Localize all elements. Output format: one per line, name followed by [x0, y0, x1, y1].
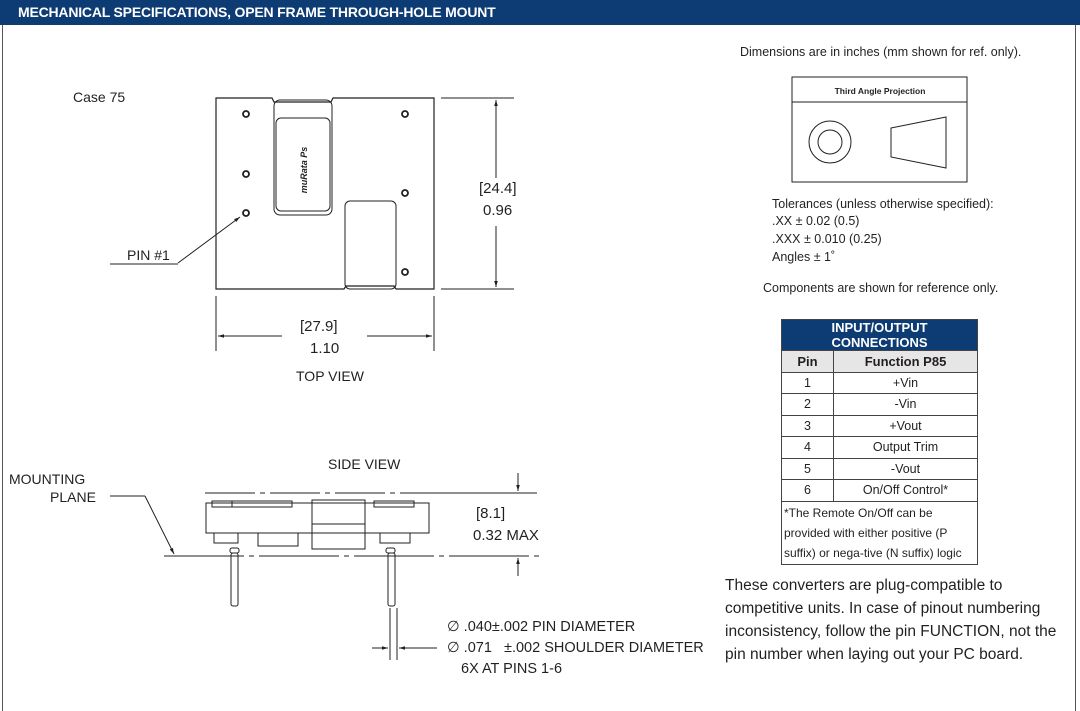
- table-row: 3+Vout: [781, 414, 978, 437]
- mounting-plane-label-2: PLANE: [50, 489, 96, 505]
- projection-label: Third Angle Projection: [835, 86, 926, 96]
- max-height-in: 0.32 MAX: [473, 527, 539, 544]
- table-row: 1+Vin: [781, 371, 978, 394]
- pin-diameter-note: ∅ .040±.002 PIN DIAMETER: [447, 619, 636, 635]
- side-view-outline: [205, 492, 430, 607]
- section-header: MECHANICAL SPECIFICATIONS, OPEN FRAME TH…: [0, 0, 1080, 25]
- tolerance-xx: .XX ± 0.02 (0.5): [772, 214, 860, 228]
- function-cell: +Vin: [833, 371, 978, 394]
- pin-cell: 2: [781, 393, 834, 416]
- col-header-pin: Pin: [781, 350, 834, 373]
- pins-note: 6X AT PINS 1-6: [461, 661, 563, 677]
- height-in: 0.96: [483, 202, 513, 219]
- tolerance-angles: Angles ± 1˚: [772, 250, 836, 264]
- dimensions-note: Dimensions are in inches (mm shown for r…: [740, 45, 1022, 59]
- side-view-label: SIDE VIEW: [328, 456, 401, 472]
- col-header-function: Function P85: [833, 350, 978, 373]
- mounting-holes: [242, 110, 409, 276]
- max-height-mm: [8.1]: [476, 505, 506, 522]
- function-cell: On/Off Control*: [833, 479, 978, 502]
- table-footnote: *The Remote On/Off can be provided with …: [781, 500, 978, 565]
- pin1-leader: [177, 216, 241, 264]
- svg-text:muRata Ps: muRata Ps: [299, 147, 309, 194]
- height-mm: [24.4]: [479, 180, 517, 197]
- pin-cell: 4: [781, 436, 834, 459]
- width-in: 1.10: [310, 340, 340, 357]
- pin-cell: 6: [781, 479, 834, 502]
- compatibility-paragraph: These converters are plug-compatible to …: [725, 577, 1057, 663]
- pin-cell: 1: [781, 371, 834, 394]
- pin-cell: 5: [781, 457, 834, 480]
- case-label: Case 75: [73, 89, 126, 105]
- pin-cell: 3: [781, 414, 834, 437]
- table-row: 2-Vin: [781, 393, 978, 416]
- table-row: 5-Vout: [781, 457, 978, 480]
- width-mm: [27.9]: [300, 318, 338, 335]
- tolerance-xxx: .XXX ± 0.010 (0.25): [772, 232, 882, 246]
- mounting-plane-label-1: MOUNTING: [9, 471, 86, 487]
- function-cell: Output Trim: [833, 436, 978, 459]
- function-cell: -Vin: [833, 393, 978, 416]
- function-cell: -Vout: [833, 457, 978, 480]
- pin1-label: PIN #1: [127, 247, 170, 263]
- top-view-outline: muRata Ps: [215, 97, 435, 290]
- top-view-label: TOP VIEW: [296, 368, 364, 384]
- function-cell: +Vout: [833, 414, 978, 437]
- tolerances-title: Tolerances (unless otherwise specified):: [772, 197, 994, 211]
- shoulder-diameter-note: ∅ .071 ±.002 SHOULDER DIAMETER: [447, 640, 704, 656]
- components-note: Components are shown for reference only.: [763, 281, 999, 295]
- table-caption: INPUT/OUTPUT CONNECTIONS: [781, 319, 978, 351]
